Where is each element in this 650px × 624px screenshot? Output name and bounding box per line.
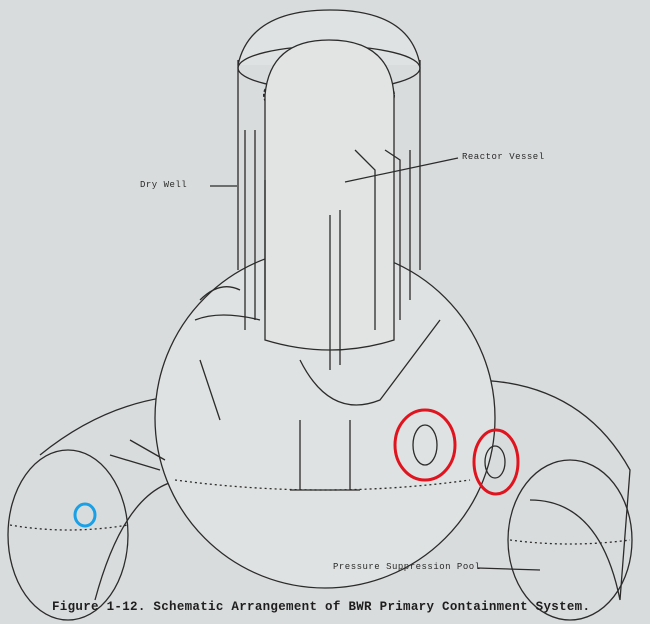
piping-right (354, 149, 411, 330)
figure-caption: Figure 1-12. Schematic Arrangement of BW… (52, 600, 591, 614)
red-annotation-circle (393, 408, 457, 482)
left-torus-water (9, 524, 129, 531)
reactor-vessel-label: Reactor Vessel (462, 152, 545, 162)
right-torus-section (507, 459, 633, 621)
label-leader-lines (210, 157, 541, 571)
piping-lower-left (194, 286, 261, 421)
left-torus-section (7, 449, 129, 621)
piping-lower-right (299, 319, 441, 406)
dry-well-label: Dry Well (140, 180, 188, 190)
right-torus (469, 379, 631, 601)
reactor-vessel (264, 39, 395, 351)
drywell-cylinder (237, 60, 421, 270)
pressure-suppression-pool-label: Pressure Suppression Pool (333, 562, 481, 572)
dome-cap (237, 9, 421, 66)
vent-opening (484, 445, 506, 479)
vent-header (109, 439, 166, 471)
vent-opening (412, 424, 438, 466)
right-torus-water (509, 539, 631, 545)
blue-annotation-circle (73, 502, 97, 528)
red-annotation-circle (472, 428, 520, 496)
piping-center (329, 210, 341, 370)
piping-left (244, 130, 266, 330)
